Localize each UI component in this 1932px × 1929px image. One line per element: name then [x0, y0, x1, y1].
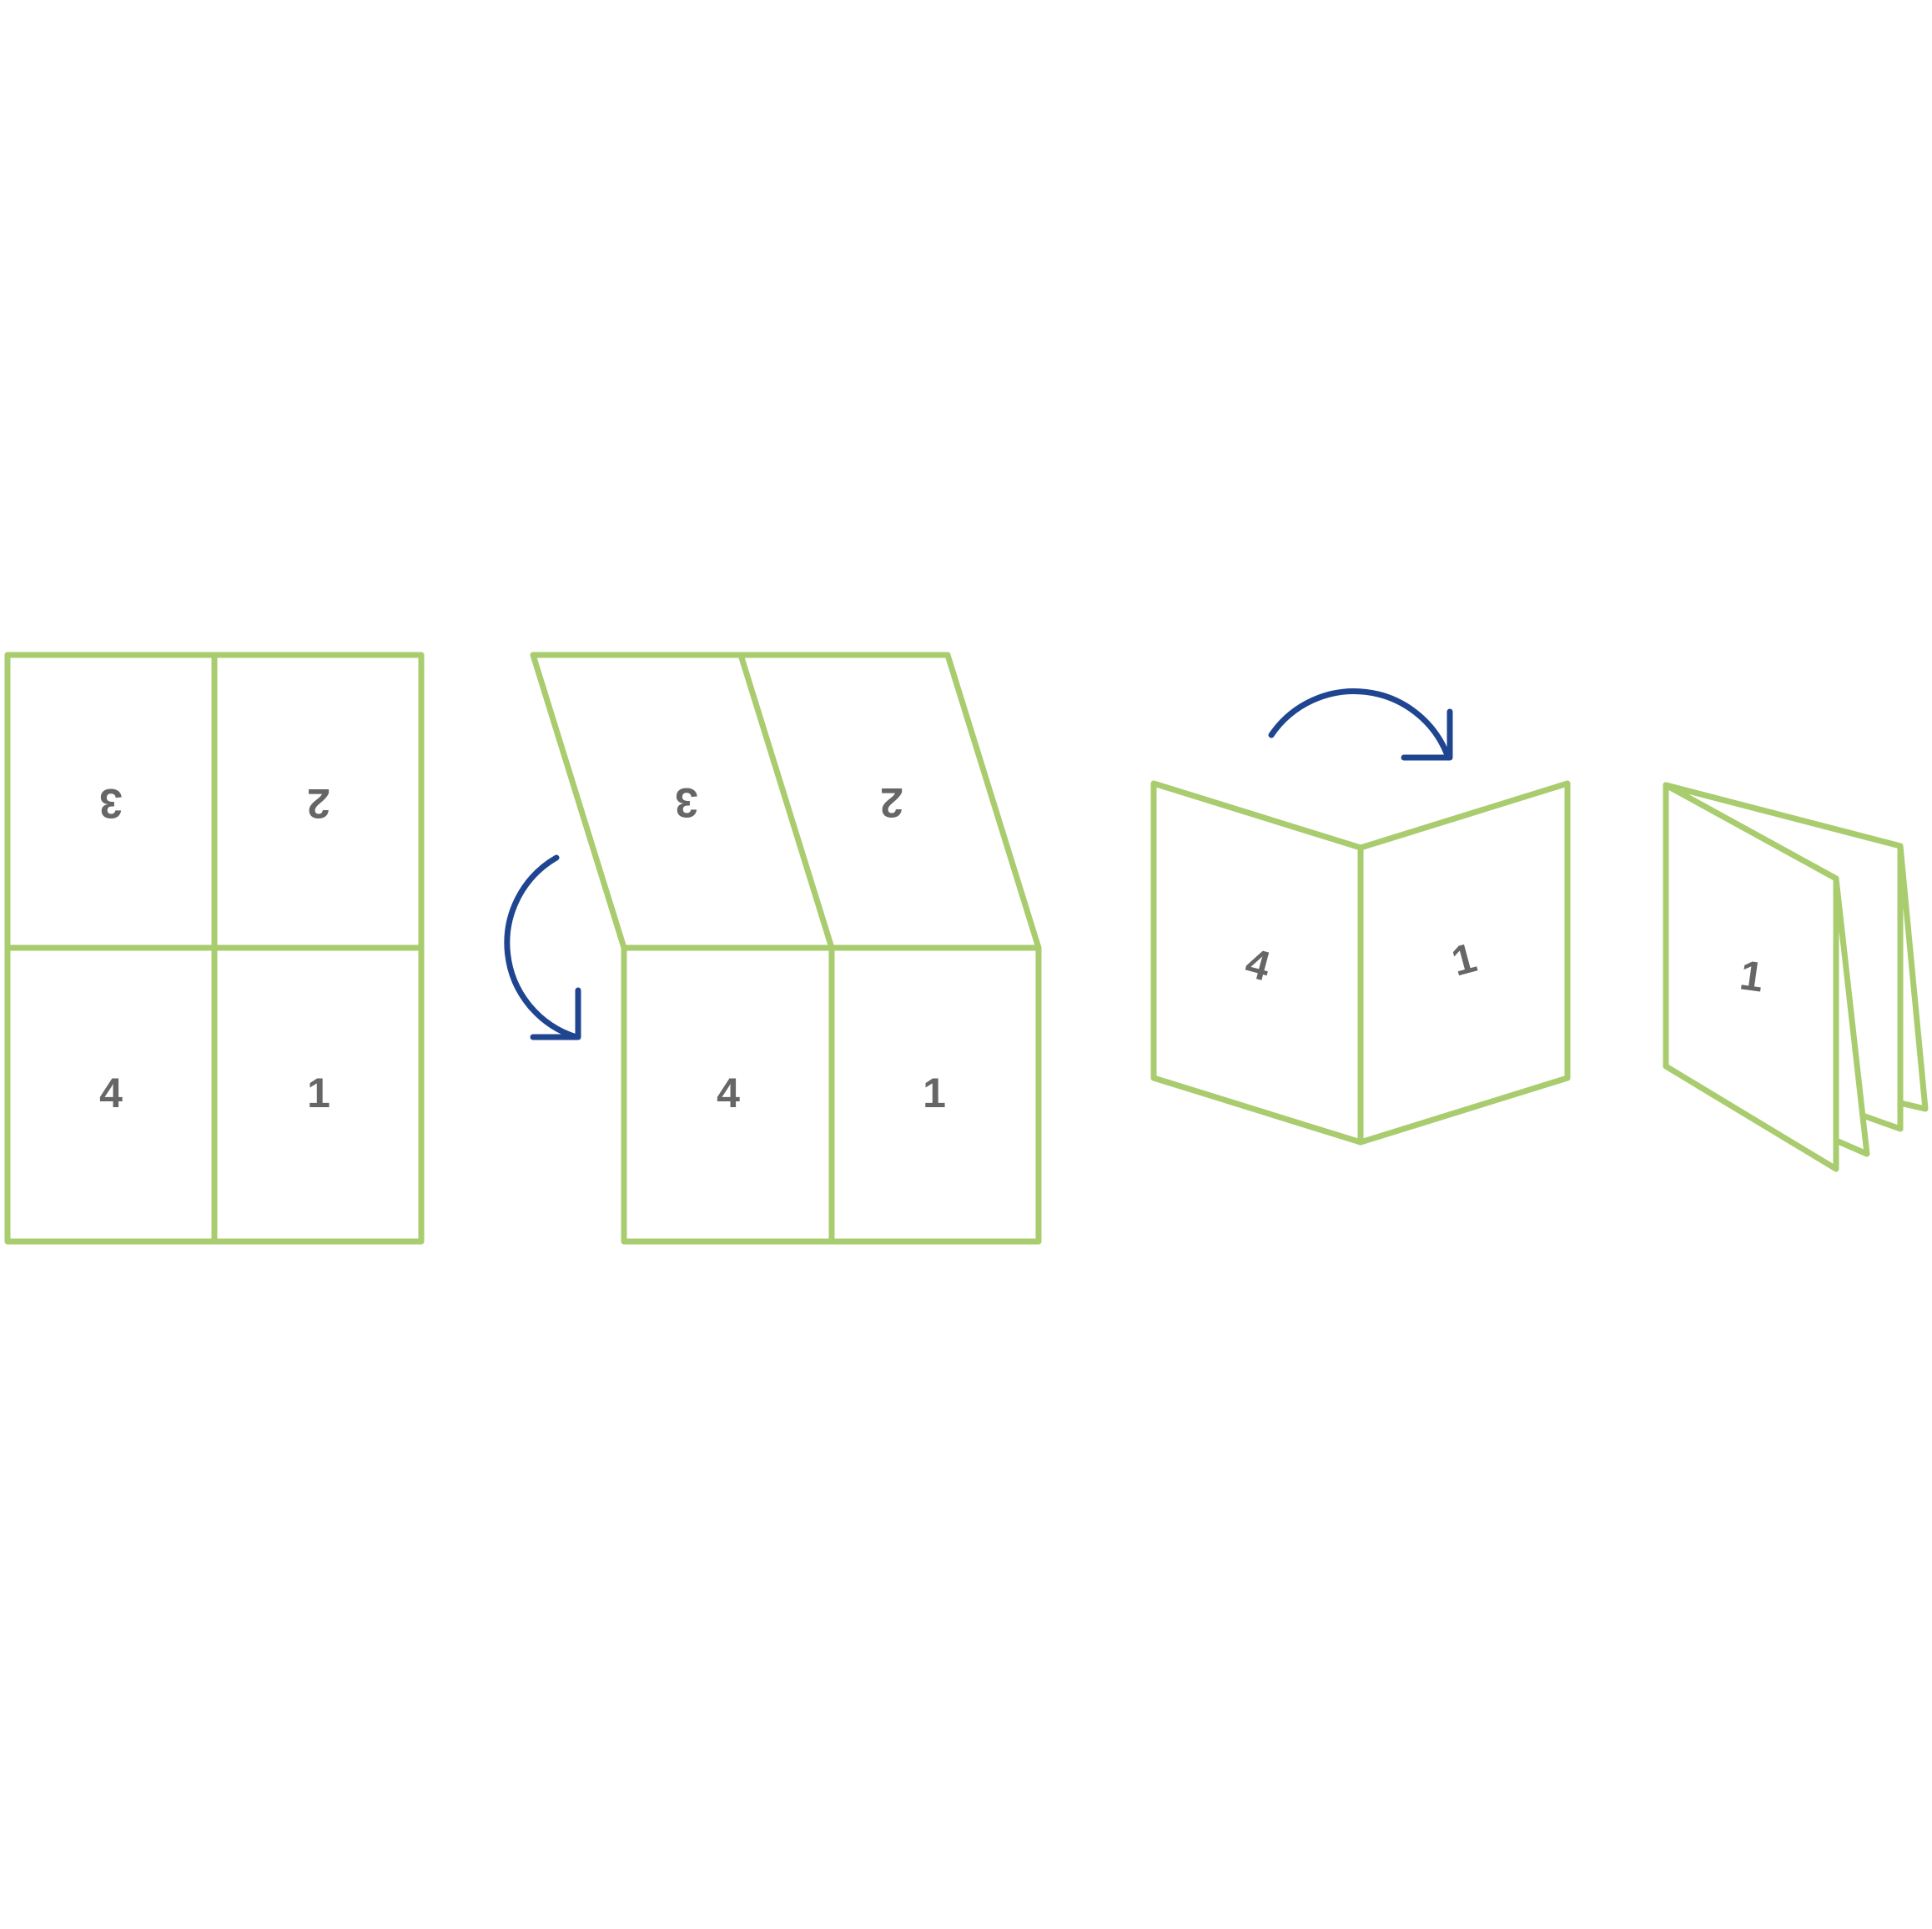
- page-number-2: 2: [880, 779, 903, 826]
- step-flat-sheet: 3 2 4 1: [4, 652, 425, 1245]
- page-number-2: 2: [307, 780, 330, 827]
- page-number-1: 1: [923, 1070, 946, 1116]
- right-panel: [1357, 780, 1571, 1146]
- fold-down-arrow-icon: [504, 854, 581, 1040]
- page-number-4: 4: [717, 1070, 740, 1116]
- page-number-3: 3: [675, 779, 698, 826]
- page-number-3: 3: [99, 780, 123, 827]
- step-fold-top-half-down: 3 2 4 1: [504, 652, 1042, 1245]
- fold-over-arrow-icon: [1268, 688, 1453, 761]
- top-flap-divider: [737, 652, 835, 951]
- step-finished-booklet: 1: [1663, 782, 1929, 1172]
- booklet-front-cover: [1663, 782, 1839, 1172]
- step-fold-in-half: 4 1: [1150, 688, 1571, 1146]
- page-number-4: 4: [99, 1070, 123, 1116]
- page-number-1: 1: [307, 1070, 330, 1116]
